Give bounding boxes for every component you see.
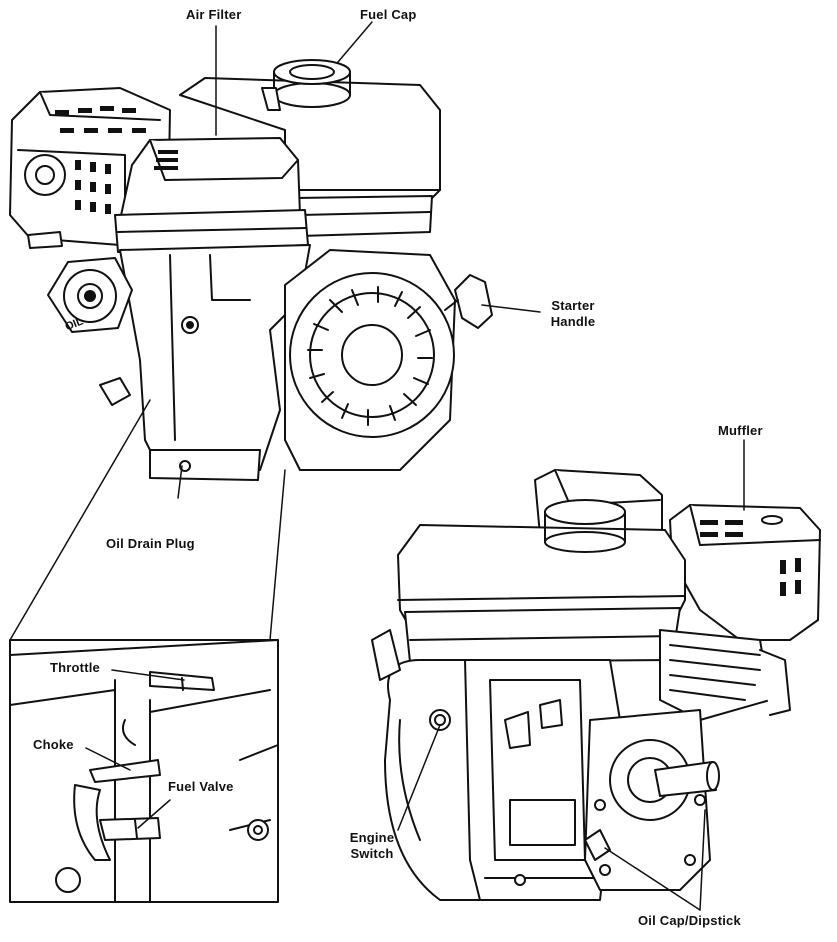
engine-rear-view: OIL bbox=[9, 59, 493, 481]
gear-cover-front bbox=[584, 709, 720, 891]
air-filter-label: Air Filter bbox=[186, 7, 242, 22]
fuel-cap-front bbox=[544, 499, 626, 553]
inset-knob bbox=[55, 867, 81, 893]
starter-handle-label-line2: Handle bbox=[550, 314, 596, 329]
air-filter-rear bbox=[114, 137, 309, 253]
muffler-front bbox=[669, 504, 821, 641]
engine-switch-label-line2: Switch bbox=[350, 846, 394, 861]
controls-front bbox=[504, 699, 563, 749]
fuel-cap-label: Fuel Cap bbox=[360, 7, 417, 22]
cylinder-fins-front bbox=[659, 629, 791, 721]
throttle-label: Throttle bbox=[50, 660, 100, 675]
choke-label: Choke bbox=[33, 737, 74, 752]
inset-bolt bbox=[247, 819, 269, 841]
controls-inset bbox=[9, 639, 279, 903]
starter-handle-label-line1: Starter bbox=[551, 298, 595, 313]
fuel-valve-label: Fuel Valve bbox=[168, 779, 234, 794]
fuel-valve-lever bbox=[73, 784, 161, 861]
oil-fill-cap-rear: OIL bbox=[47, 257, 133, 333]
oil-cap-dipstick-label: Oil Cap/Dipstick bbox=[638, 913, 741, 928]
starter-housing-front bbox=[371, 629, 481, 901]
fuel-tank-front bbox=[397, 524, 686, 663]
choke-lever bbox=[89, 719, 161, 783]
starter-handle-rear bbox=[444, 274, 493, 329]
oil-drain-plug-label: Oil Drain Plug bbox=[106, 536, 195, 551]
leaders-rear bbox=[9, 21, 541, 641]
recoil-starter-rear bbox=[284, 249, 456, 471]
engine-switch-label-line1: Engine bbox=[349, 830, 395, 845]
controls-rear bbox=[27, 231, 131, 406]
oil-cap-front bbox=[584, 829, 611, 861]
fuel-cap-rear bbox=[261, 59, 351, 111]
fuel-tank-rear bbox=[179, 77, 441, 237]
starter-handle-label: Starter Handle bbox=[542, 298, 604, 330]
inset-leaders bbox=[85, 669, 185, 829]
engine-front-view bbox=[371, 469, 821, 901]
muffler-rear bbox=[9, 87, 171, 246]
engine-block-rear bbox=[119, 244, 311, 481]
muffler-label: Muffler bbox=[718, 423, 763, 438]
engine-switch-label: Engine Switch bbox=[338, 830, 406, 862]
leaders-front bbox=[397, 439, 745, 911]
